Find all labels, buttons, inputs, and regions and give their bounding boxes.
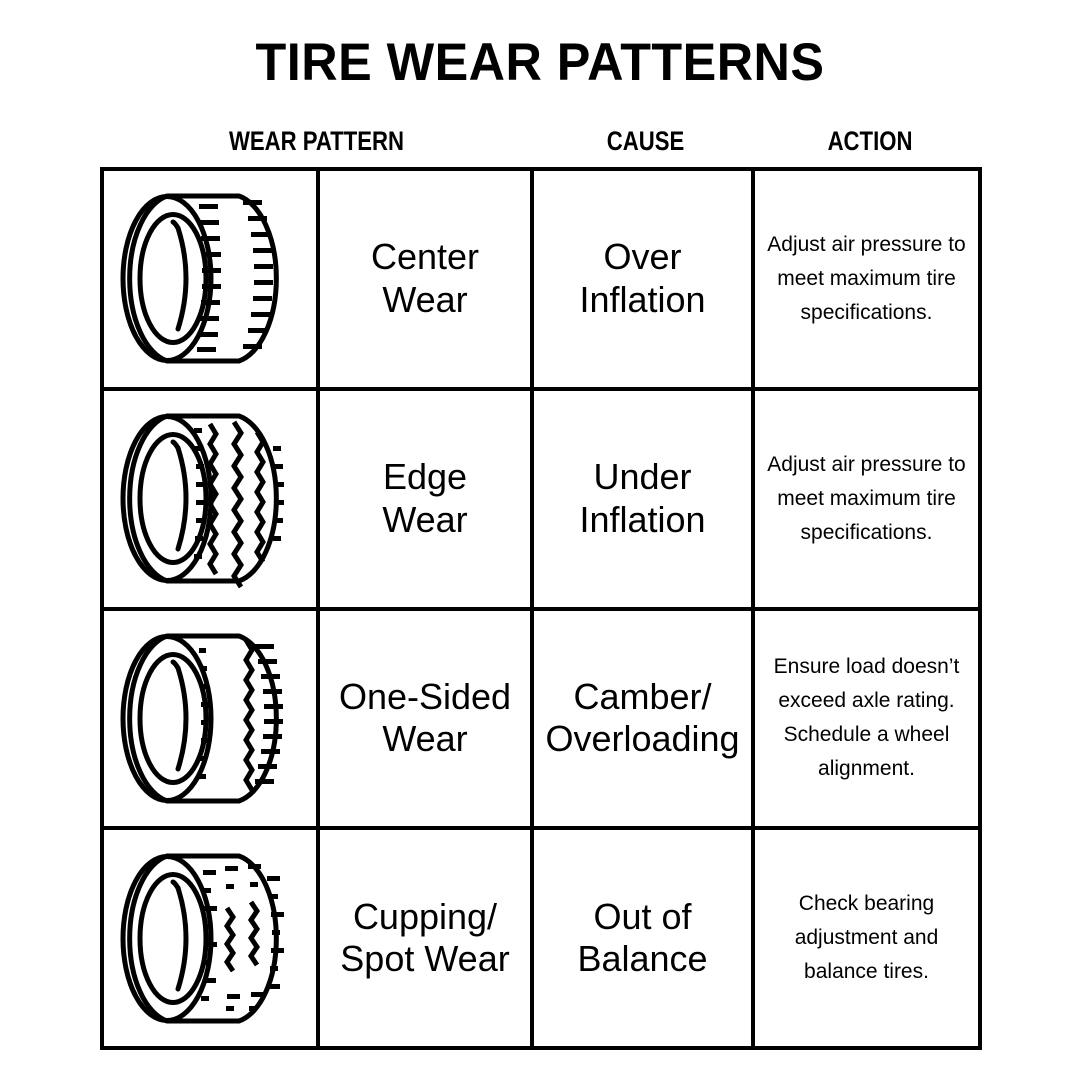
tire-wear-table: Center Wear Over Inflation Adjust air pr… <box>100 167 982 1050</box>
action-label: Ensure load doesn’t exceed axle rating. … <box>773 655 960 781</box>
tire-one-sided-wear-icon <box>120 633 283 804</box>
column-header-cause: CAUSE <box>606 126 685 156</box>
wear-pattern-cell: Edge Wear <box>320 390 534 607</box>
tire-edge-wear-icon <box>120 413 284 589</box>
wear-pattern-cell: Cupping/ Spot Wear <box>320 830 534 1046</box>
cause-cell: Camber/ Overloading <box>534 610 755 827</box>
tire-tread-edge-wear <box>207 420 266 589</box>
table-row: Center Wear Over Inflation Adjust air pr… <box>104 171 978 391</box>
tire-tread-center-wear <box>197 200 273 353</box>
tire-icon-cell <box>104 390 320 607</box>
cause-label: Out of Balance <box>577 895 708 980</box>
wear-pattern-label: One-Sided Wear <box>338 675 512 760</box>
action-cell: Check bearing adjustment and balance tir… <box>755 830 978 1046</box>
action-cell: Adjust air pressure to meet maximum tire… <box>755 391 978 607</box>
table-row: One-Sided Wear Camber/ Overloading Ensur… <box>104 610 978 831</box>
wear-pattern-cell: One-Sided Wear <box>320 610 534 827</box>
wear-pattern-label: Edge Wear <box>382 456 468 540</box>
cause-label: Under Inflation <box>579 456 706 540</box>
column-header-wear-pattern: WEAR PATTERN <box>228 126 405 156</box>
table-row: Cupping/ Spot Wear Out of Balance Check … <box>104 830 978 1046</box>
action-cell: Ensure load doesn’t exceed axle rating. … <box>755 611 978 827</box>
column-headers: WEAR PATTERN CAUSE ACTION <box>100 124 982 164</box>
tire-center-wear-icon <box>120 193 279 364</box>
tire-cupping-wear-icon <box>120 853 284 1024</box>
action-label: Adjust air pressure to meet maximum tire… <box>767 452 966 544</box>
cause-cell: Under Inflation <box>534 390 755 607</box>
wear-pattern-label: Cupping/ Spot Wear <box>340 895 510 980</box>
tire-icon-cell <box>104 830 320 1046</box>
cause-cell: Over Inflation <box>534 171 755 387</box>
table-row: Edge Wear Under Inflation Adjust air pre… <box>104 390 978 611</box>
tire-tread-one-sided-wear <box>243 638 255 792</box>
tire-tread-cupping-wear <box>223 900 261 973</box>
wear-pattern-cell: Center Wear <box>320 171 534 387</box>
cause-label: Camber/ Overloading <box>545 675 740 760</box>
tire-icon-cell <box>104 610 320 827</box>
tire-icon-cell <box>104 171 320 387</box>
action-label: Adjust air pressure to meet maximum tire… <box>767 232 966 324</box>
wear-pattern-label: Center Wear <box>370 236 480 320</box>
action-cell: Adjust air pressure to meet maximum tire… <box>755 171 978 387</box>
cause-label: Over Inflation <box>579 236 706 320</box>
cause-cell: Out of Balance <box>534 830 755 1046</box>
column-header-action: ACTION <box>827 126 913 156</box>
page-title: TIRE WEAR PATTERNS <box>255 33 825 92</box>
action-label: Check bearing adjustment and balance tir… <box>794 892 939 984</box>
